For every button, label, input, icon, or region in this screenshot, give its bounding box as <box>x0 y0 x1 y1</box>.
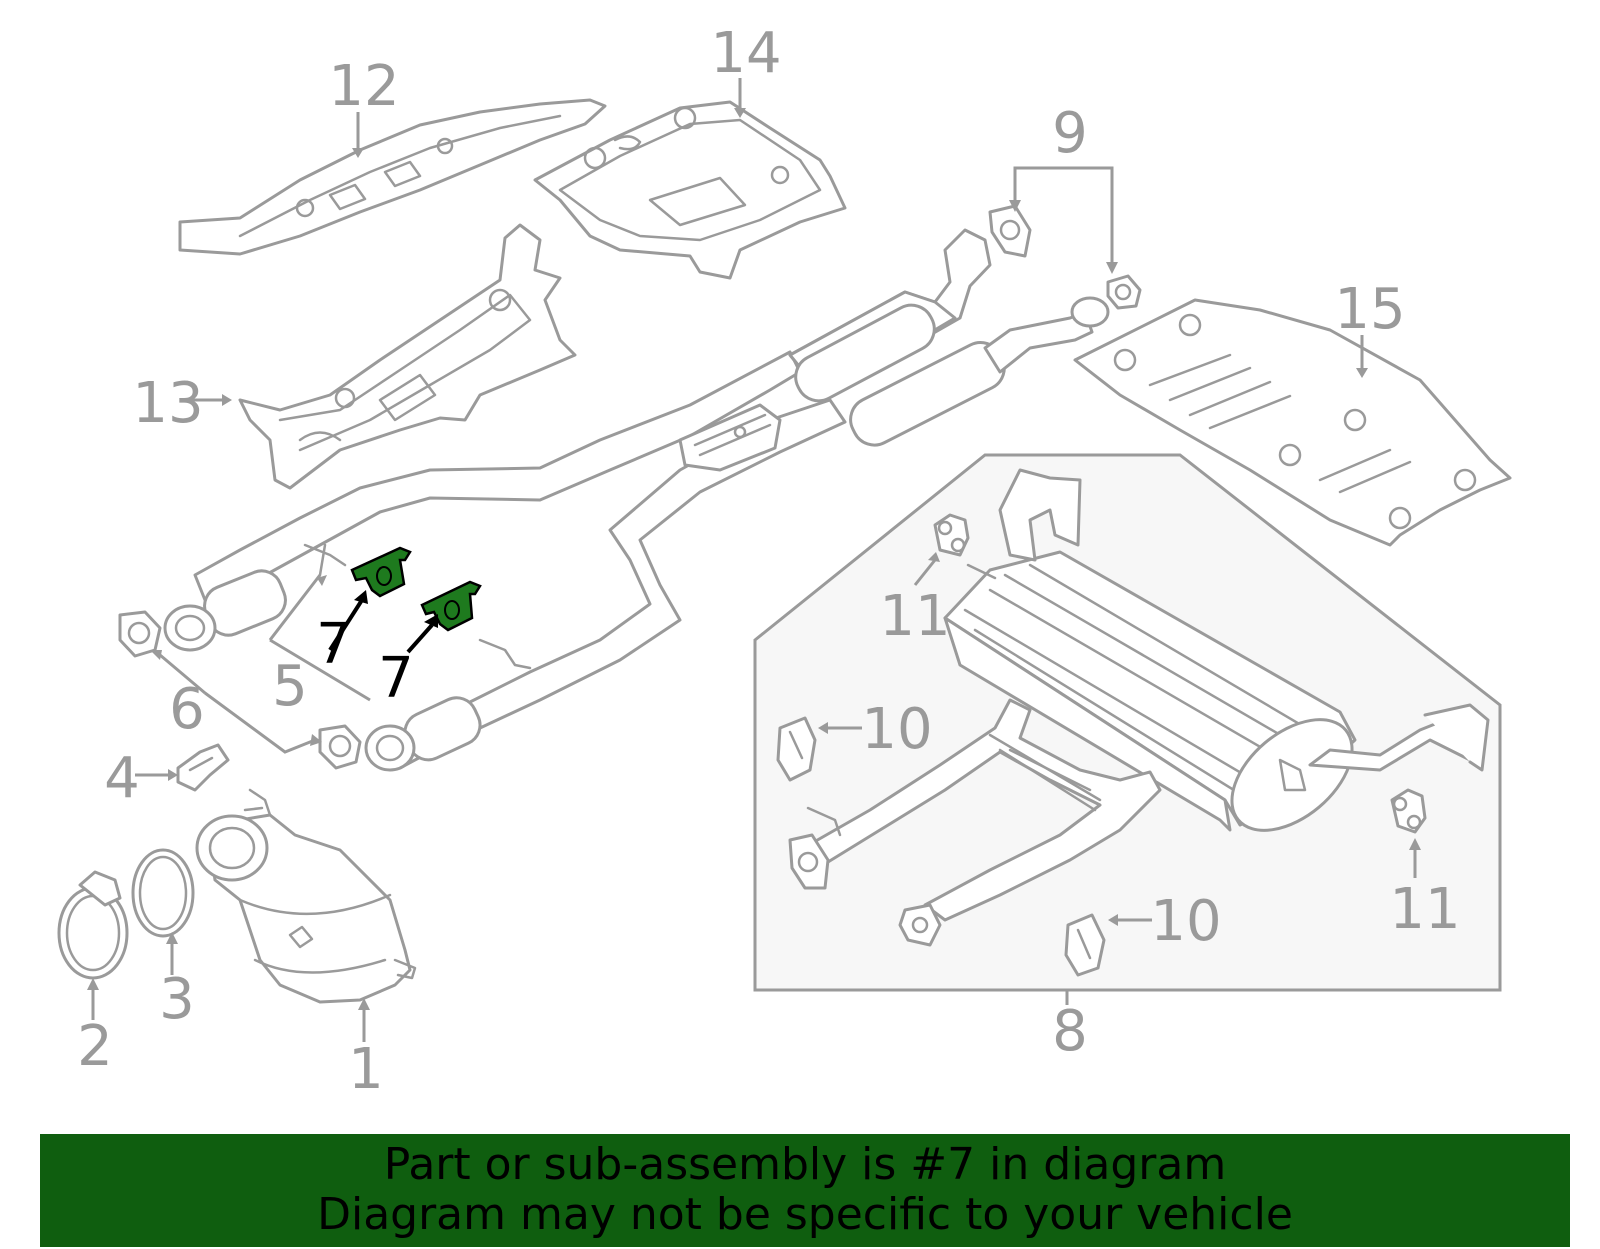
callout-7-upper: 7 <box>316 612 352 677</box>
banner-background <box>40 1134 1570 1247</box>
callout-4: 4 <box>104 746 140 811</box>
callout-2: 2 <box>77 1014 113 1079</box>
banner-line-1: Part or sub-assembly is #7 in diagram <box>383 1139 1227 1190</box>
muffler-inset-box <box>753 453 1502 992</box>
callout-9: 9 <box>1052 101 1088 166</box>
callout-12: 12 <box>328 54 399 119</box>
heat-shield-14 <box>533 100 847 280</box>
gasket-9-front <box>988 204 1032 258</box>
callout-labels: 2 3 1 4 6 5 7 7 13 12 14 9 15 11 10 10 1… <box>77 21 1460 1102</box>
insulator-7-lower[interactable] <box>420 580 482 632</box>
gasket-6-lower <box>318 724 362 770</box>
callout-13: 13 <box>132 371 203 436</box>
info-banner: Part or sub-assembly is #7 in diagram Di… <box>40 1134 1570 1247</box>
callout-11-bottom: 11 <box>1389 877 1460 942</box>
callout-14: 14 <box>710 21 781 86</box>
callout-8: 8 <box>1052 999 1088 1064</box>
heat-shield-13 <box>238 223 577 490</box>
clamp-2 <box>57 870 129 980</box>
intermediate-pipe-assembly <box>163 228 1110 772</box>
heat-shield-15 <box>1073 298 1512 547</box>
gasket-6-upper <box>118 610 162 658</box>
catalytic-converter-1 <box>195 788 417 1004</box>
callout-10-top: 10 <box>861 697 932 762</box>
gasket-ring-3 <box>131 848 195 938</box>
bracket-4 <box>176 743 230 792</box>
gasket-9-rear <box>1106 274 1142 310</box>
callout-11-top: 11 <box>879 584 950 649</box>
callout-6: 6 <box>169 677 205 742</box>
leader-lines <box>87 78 1421 1042</box>
callout-7-lower: 7 <box>378 646 414 711</box>
callout-10-bottom: 10 <box>1150 889 1221 954</box>
callout-3: 3 <box>159 967 195 1032</box>
callout-15: 15 <box>1334 277 1405 342</box>
callout-5: 5 <box>272 654 308 719</box>
heat-shield-12 <box>178 98 607 256</box>
insulator-7-upper[interactable] <box>350 546 412 598</box>
callout-1: 1 <box>348 1037 384 1102</box>
banner-line-2: Diagram may not be specific to your vehi… <box>317 1189 1293 1240</box>
